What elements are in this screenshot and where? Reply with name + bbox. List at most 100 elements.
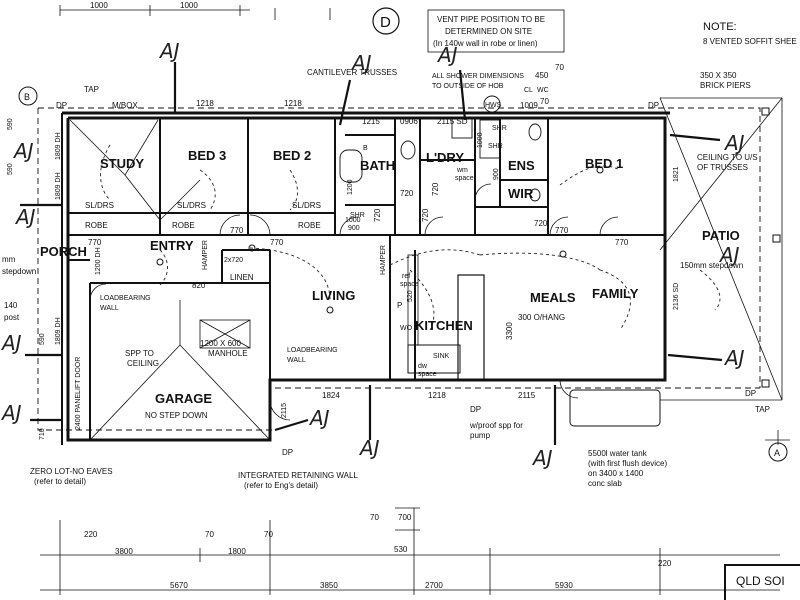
dim-2115b: 2115 [281,403,288,418]
aj-mark-8: AJ [358,436,380,460]
tap-top: TAP [84,85,99,94]
sliding-doors-1: SL/DRS [85,201,114,210]
note-title: NOTE: [703,21,737,33]
dim-900b: 900 [493,168,500,180]
hamper-2: HAMPER [380,245,387,275]
bdim-220a: 220 [84,530,98,539]
tank-4: conc slab [588,479,622,488]
dim-1200dh: 1200 DH [95,247,102,275]
dim-1218b: 1218 [284,99,302,108]
wall-oven: WO [400,325,413,332]
manhole-1: 1200 X 600 [200,339,241,348]
ceiling-1: CEILING TO U/S [697,153,758,162]
panelift-door: 2400 PANELIFT DOOR [75,357,82,430]
porch-step-1: mm [2,255,16,264]
manhole-2: MANHOLE [208,349,248,358]
dim-770b: 770 [230,226,244,235]
room-study: STUDY [100,156,144,171]
bdim-70b: 70 [205,530,214,539]
wc-label: WC [537,87,549,94]
dim-0906: 0906 [400,117,418,126]
bottom-dimensions [40,507,780,595]
room-linen: LINEN [230,273,254,282]
bdim-70c: 70 [264,530,273,539]
dim-770c: 770 [270,238,284,247]
cantilever-label: CANTILEVER TRUSSES [307,68,397,77]
dim-1009: 1009 [520,101,538,110]
wm-space-2: space [455,175,474,182]
downpipe-4: DP [470,405,481,414]
room-living: LIVING [312,288,355,303]
tank-2: (with first flush device) [588,459,667,468]
title-block-text: QLD SOI [736,574,785,588]
ref-space-2: space [400,281,419,288]
pump-2: pump [470,431,491,440]
bdim-3850: 3850 [320,581,338,590]
robe-1: ROBE [85,221,108,230]
zero-lot-2: (refer to detail) [34,477,86,486]
dim-1821: 1821 [673,166,680,182]
tank-1: 5500l water tank [588,449,648,458]
dim-2136: 2136 SD [673,283,680,310]
downpipe-1: DP [56,101,67,110]
dim-900a: 900 [348,225,360,232]
room-bed3: BED 3 [188,148,226,163]
brick-piers-1: 350 X 350 [700,71,737,80]
eave-line [37,97,783,431]
dim-1218c: 1218 [428,391,446,400]
dim-710: 710 [39,428,46,440]
shower-dims-1: ALL SHOWER DIMENSIONS [432,73,524,80]
note-line: 8 VENTED SOFFIT SHEE [703,37,797,46]
dim-770a: 770 [88,238,102,247]
top-dim-2: 1000 [180,1,198,10]
roof-lines [69,119,271,441]
dim-720b: 720 [373,208,382,222]
interior-walls [68,118,665,440]
room-laundry: L'DRY [426,150,464,165]
brick-piers-2: BRICK PIERS [700,81,751,90]
grid-marker-d-label: D [380,14,391,31]
room-family: FAMILY [592,286,639,301]
room-patio: PATIO [702,228,740,243]
porch-step-2: stepdown [2,267,36,276]
dim-1809b: 1809 DH [55,172,62,200]
room-garage: GARAGE [155,391,212,406]
room-wir: WIR [508,186,534,201]
room-bath: BATH [360,158,395,173]
zero-lot-1: ZERO LOT-NO EAVES [30,467,113,476]
shower-bath: SHR [350,212,365,219]
room-kitchen: KITCHEN [415,318,473,333]
dim-770e: 770 [615,238,629,247]
dim-590c: 590 [39,333,46,345]
shower-ens: SHR [488,143,503,150]
retaining-2: (refer to Eng's detail) [244,481,318,490]
external-elements [569,107,790,445]
tank-3: on 3400 x 1400 [588,469,644,478]
sliding-doors-2: SL/DRS [177,201,206,210]
dim-70a: 70 [555,63,564,72]
dim-1809a: 1809 DH [55,132,62,160]
top-header: 1000 1000 D VENT PIPE POSITION TO BE DET… [18,1,797,462]
electrical-wiring [100,144,721,331]
plan-dimensions: 1218 1218 1215 0906 2115 SD 1009 450 70 … [7,63,680,590]
robe-2: ROBE [172,221,195,230]
dim-2115sd: 2115 SD [437,117,468,126]
dim-520: 520 [407,290,414,302]
retaining-1: INTEGRATED RETAINING WALL [238,471,358,480]
dim-1824: 1824 [322,391,340,400]
bdim-2700: 2700 [425,581,443,590]
post-1: 140 [4,301,18,310]
dim-590a: 590 [7,118,14,130]
grid-marker-b [18,86,38,106]
vent-note-line-2: DETERMINED ON SITE [445,27,532,36]
no-step-down: NO STEP DOWN [145,411,208,420]
aj-mark-10: AJ [0,401,22,425]
bdim-5670: 5670 [170,581,188,590]
dim-820: 820 [192,281,206,290]
downpipe-2: DP [648,101,659,110]
downpipe-3: DP [745,389,756,398]
vent-note-line-1: VENT PIPE POSITION TO BE [437,15,545,24]
dw-space-1: dw [418,363,428,370]
bdim-220b: 220 [658,559,672,568]
dim-1200: 1200 [347,179,354,195]
